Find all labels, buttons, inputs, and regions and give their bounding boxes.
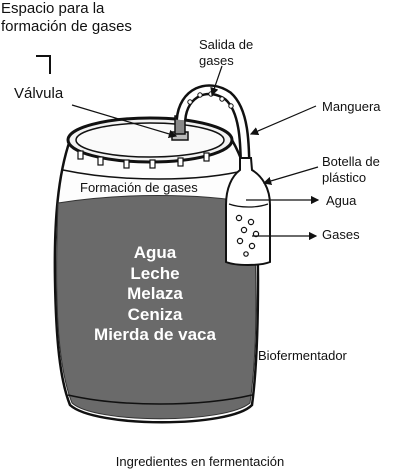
caption: Ingredientes en fermentación — [115, 454, 285, 469]
hose-arrow — [249, 105, 317, 136]
barrel-rib-lower — [67, 394, 253, 405]
valve-arrow — [71, 104, 178, 138]
gas-outlet-label: Salida de gases — [199, 37, 254, 68]
ingredients-list: Agua Leche Melaza Ceniza Mierda de vaca — [60, 243, 250, 346]
gases-label: Gases — [322, 227, 360, 242]
bottle-gas-bubbles — [235, 214, 260, 257]
gas-space-label: Espacio para la formación de gases — [1, 0, 132, 35]
ingredient-water: Agua — [133, 243, 177, 262]
gas-outlet-arrow — [210, 65, 223, 97]
ingredient-molasses: Melaza — [127, 284, 183, 303]
biofermenter-label: Biofermentador — [258, 348, 347, 363]
plastic-bottle — [225, 157, 271, 266]
plastic-bottle-label: Botella de plástico — [322, 154, 380, 185]
ingredient-cow-manure: Mierda de vaca — [94, 325, 216, 344]
ingredient-ash: Ceniza — [127, 304, 183, 324]
bottle-arrow — [262, 166, 319, 185]
gas-formation-label: Formación de gases — [80, 180, 198, 195]
barrel-rib-upper — [62, 169, 247, 180]
lid-lugs — [77, 150, 210, 169]
valve-label: Válvula — [14, 85, 64, 102]
bottle-water-level — [228, 203, 269, 208]
gas-space-leader — [36, 55, 51, 74]
ingredient-milk: Leche — [130, 263, 180, 283]
hose-core — [178, 86, 249, 196]
water-label: Agua — [326, 193, 357, 208]
hose-label: Manguera — [322, 99, 381, 114]
hose-gas-bubbles — [187, 91, 234, 109]
